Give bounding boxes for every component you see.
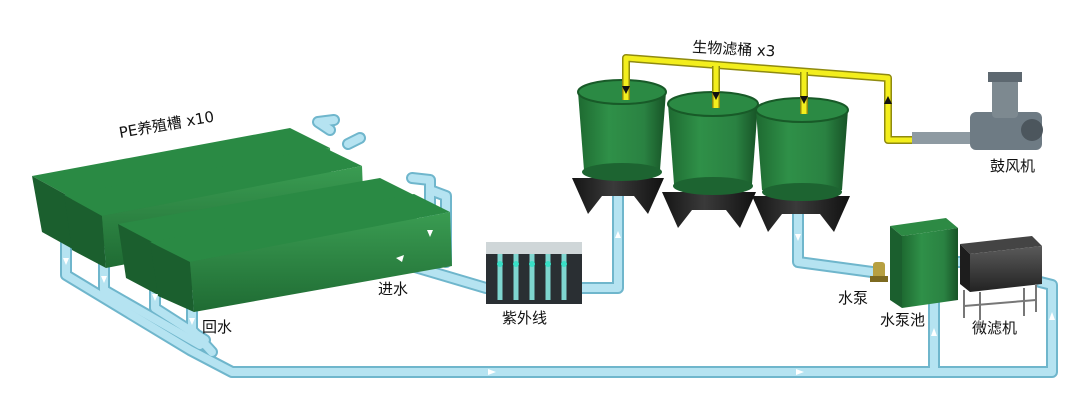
air-flow-arrow (622, 86, 892, 104)
biofilter-barrel (662, 91, 759, 228)
blower (912, 72, 1043, 150)
uv-sterilizer (486, 242, 582, 304)
water-pump (870, 262, 888, 282)
air-pipe (622, 54, 912, 144)
label-return: 回水 (202, 318, 232, 336)
label-pump-tank: 水泵池 (880, 311, 925, 329)
pump-tank (890, 218, 958, 308)
label-inlet: 进水 (378, 280, 408, 298)
label-biofilter: 生物滤桶 x3 (692, 38, 776, 60)
label-pump: 水泵 (838, 289, 868, 307)
label-tanks: PE养殖槽 x10 (118, 107, 216, 141)
label-blower: 鼓风机 (990, 157, 1035, 175)
biofilter-barrels (572, 79, 850, 232)
micro-filter (960, 236, 1042, 320)
label-uv: 紫外线 (502, 309, 547, 327)
inlet-pipe (312, 114, 981, 294)
water-flow-arrow (63, 230, 1055, 375)
biofilter-barrel (752, 97, 850, 232)
pe-tank (150, 194, 452, 312)
label-micro-filter: 微滤机 (972, 319, 1017, 337)
biofilter-barrel (572, 79, 667, 214)
pe-culture-tanks (32, 128, 452, 312)
